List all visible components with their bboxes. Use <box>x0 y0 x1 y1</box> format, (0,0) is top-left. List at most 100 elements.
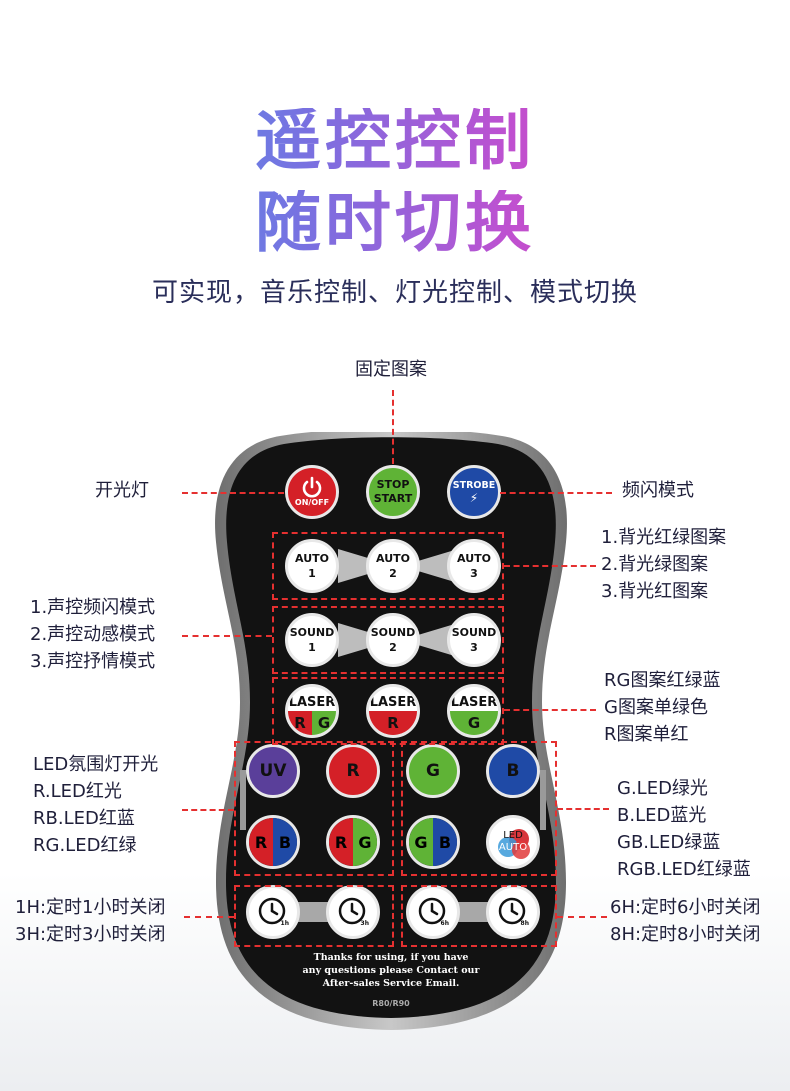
timer-right-desc-1: 6H:定时6小时关闭 <box>610 897 761 918</box>
label-fixed-pattern: 固定图案 <box>355 359 427 380</box>
sound-1-number: 1 <box>308 641 316 654</box>
led-rg-r: R <box>329 818 353 866</box>
timer-right-desc-2: 8H:定时8小时关闭 <box>610 924 761 945</box>
leader-laser <box>504 709 596 711</box>
auto-desc-1: 1.背光红绿图案 <box>601 527 727 548</box>
auto-3-number: 3 <box>470 567 478 580</box>
label-sound-desc: 1.声控频闪模式 2.声控动感模式 3.声控抒情模式 <box>30 594 155 675</box>
led-left-rail <box>240 770 246 830</box>
led-rb-b: B <box>273 818 297 866</box>
auto-2-label: AUTO <box>376 552 410 565</box>
timer-1h-button[interactable]: 1h <box>246 885 300 939</box>
laser-rg-r: R <box>288 711 312 735</box>
leader-led-left <box>182 809 234 811</box>
timer-left-desc-2: 3H:定时3小时关闭 <box>15 924 166 945</box>
auto-1-button[interactable]: AUTO 1 <box>285 539 339 593</box>
laser-r-button[interactable]: LASER R <box>366 684 420 738</box>
led-right-desc-1: G.LED绿光 <box>617 778 708 799</box>
led-g-label: G <box>426 761 440 781</box>
auto-group-box <box>272 532 504 600</box>
model-number: R80/R90 <box>372 999 410 1008</box>
footer-line-2: any questions please Contact our <box>302 965 480 976</box>
stop-label: STOP <box>376 478 410 491</box>
led-right-group-box <box>401 741 557 876</box>
sound-3-label: SOUND <box>451 626 497 639</box>
led-uv-label: UV <box>259 761 287 781</box>
laser-g-g: G <box>450 711 498 735</box>
laser-r-label: LASER <box>369 687 417 711</box>
clock-icon <box>258 897 286 925</box>
led-right-rail <box>540 770 546 830</box>
power-button[interactable]: ON/OFF <box>285 465 339 519</box>
strobe-label: STROBE <box>452 480 496 491</box>
leader-strobe <box>500 492 612 494</box>
sound-desc-1: 1.声控频闪模式 <box>30 597 156 618</box>
laser-desc-3: R图案单红 <box>604 724 689 745</box>
led-rb-button[interactable]: R B <box>246 815 300 869</box>
timer-8h-button[interactable]: 8h <box>486 885 540 939</box>
auto-2-button[interactable]: AUTO 2 <box>366 539 420 593</box>
auto-3-label: AUTO <box>457 552 491 565</box>
led-gb-g: G <box>409 818 433 866</box>
leader-auto <box>504 565 596 567</box>
label-strobe-mode: 频闪模式 <box>622 480 694 501</box>
sound-2-button[interactable]: SOUND 2 <box>366 613 420 667</box>
led-right-desc-3: GB.LED绿蓝 <box>617 832 721 853</box>
leader-timer-left <box>184 916 234 918</box>
laser-g-button[interactable]: LASER G <box>447 684 501 738</box>
led-b-label: B <box>506 761 520 781</box>
clock-icon <box>498 897 526 925</box>
led-b-button[interactable]: B <box>486 744 540 798</box>
sound-3-button[interactable]: SOUND 3 <box>447 613 501 667</box>
footer-line-3: After-sales Service Email. <box>322 978 460 989</box>
stop-start-button[interactable]: STOP START <box>366 465 420 519</box>
label-led-left-desc: LED氛围灯开光 R.LED红光 RB.LED红蓝 RG.LED红绿 <box>33 751 158 859</box>
led-right-desc-2: B.LED蓝光 <box>617 805 707 826</box>
sound-2-label: SOUND <box>370 626 416 639</box>
led-rg-button[interactable]: R G <box>326 815 380 869</box>
timer-1h-label: 1h <box>280 920 289 927</box>
label-laser-desc: RG图案红绿蓝 G图案单绿色 R图案单红 <box>604 667 720 748</box>
footer-line-1: Thanks for using, if you have <box>313 952 469 963</box>
leader-timer-right <box>557 916 607 918</box>
auto-connector-1 <box>338 549 378 583</box>
led-left-desc-1: LED氛围灯开光 <box>33 754 159 775</box>
laser-r-r: R <box>369 711 417 735</box>
led-g-button[interactable]: G <box>406 744 460 798</box>
label-power-light: 开光灯 <box>95 480 149 501</box>
sound-desc-2: 2.声控动感模式 <box>30 624 156 645</box>
led-auto-label-2: AUTO <box>498 842 528 853</box>
power-icon <box>302 476 322 498</box>
remote-footer-text: Thanks for using, if you have any questi… <box>210 951 572 990</box>
auto-desc-2: 2.背光绿图案 <box>601 554 709 575</box>
led-auto-button[interactable]: LED AUTO <box>486 815 540 869</box>
sound-1-button[interactable]: SOUND 1 <box>285 613 339 667</box>
led-left-desc-3: RB.LED红蓝 <box>33 808 135 829</box>
leader-fixed-pattern <box>392 390 394 464</box>
laser-rg-label: LASER <box>288 687 336 711</box>
led-gb-b: B <box>433 818 457 866</box>
laser-rg-button[interactable]: LASER R G <box>285 684 339 738</box>
strobe-button[interactable]: STROBE ⚡ <box>447 465 501 519</box>
led-left-desc-4: RG.LED红绿 <box>33 835 137 856</box>
led-uv-button[interactable]: UV <box>246 744 300 798</box>
label-timer-left-desc: 1H:定时1小时关闭 3H:定时3小时关闭 <box>15 894 166 948</box>
sound-2-number: 2 <box>389 641 397 654</box>
timer-left-group-box <box>234 885 394 947</box>
power-label: ON/OFF <box>294 498 330 507</box>
auto-desc-3: 3.背光红图案 <box>601 581 709 602</box>
auto-3-button[interactable]: AUTO 3 <box>447 539 501 593</box>
leader-sound <box>182 635 272 637</box>
subtitle: 可实现，音乐控制、灯光控制、模式切换 <box>151 278 638 308</box>
led-r-button[interactable]: R <box>326 744 380 798</box>
auto-1-label: AUTO <box>295 552 329 565</box>
led-rg-g: G <box>353 818 377 866</box>
laser-desc-1: RG图案红绿蓝 <box>604 670 721 691</box>
sound-group-box <box>272 606 504 674</box>
sound-3-number: 3 <box>470 641 478 654</box>
sound-desc-3: 3.声控抒情模式 <box>30 651 156 672</box>
led-right-desc-4: RGB.LED红绿蓝 <box>617 859 751 880</box>
rgb-circles-icon <box>498 829 530 859</box>
timer-6h-label: 6h <box>440 920 449 927</box>
led-gb-button[interactable]: G B <box>406 815 460 869</box>
